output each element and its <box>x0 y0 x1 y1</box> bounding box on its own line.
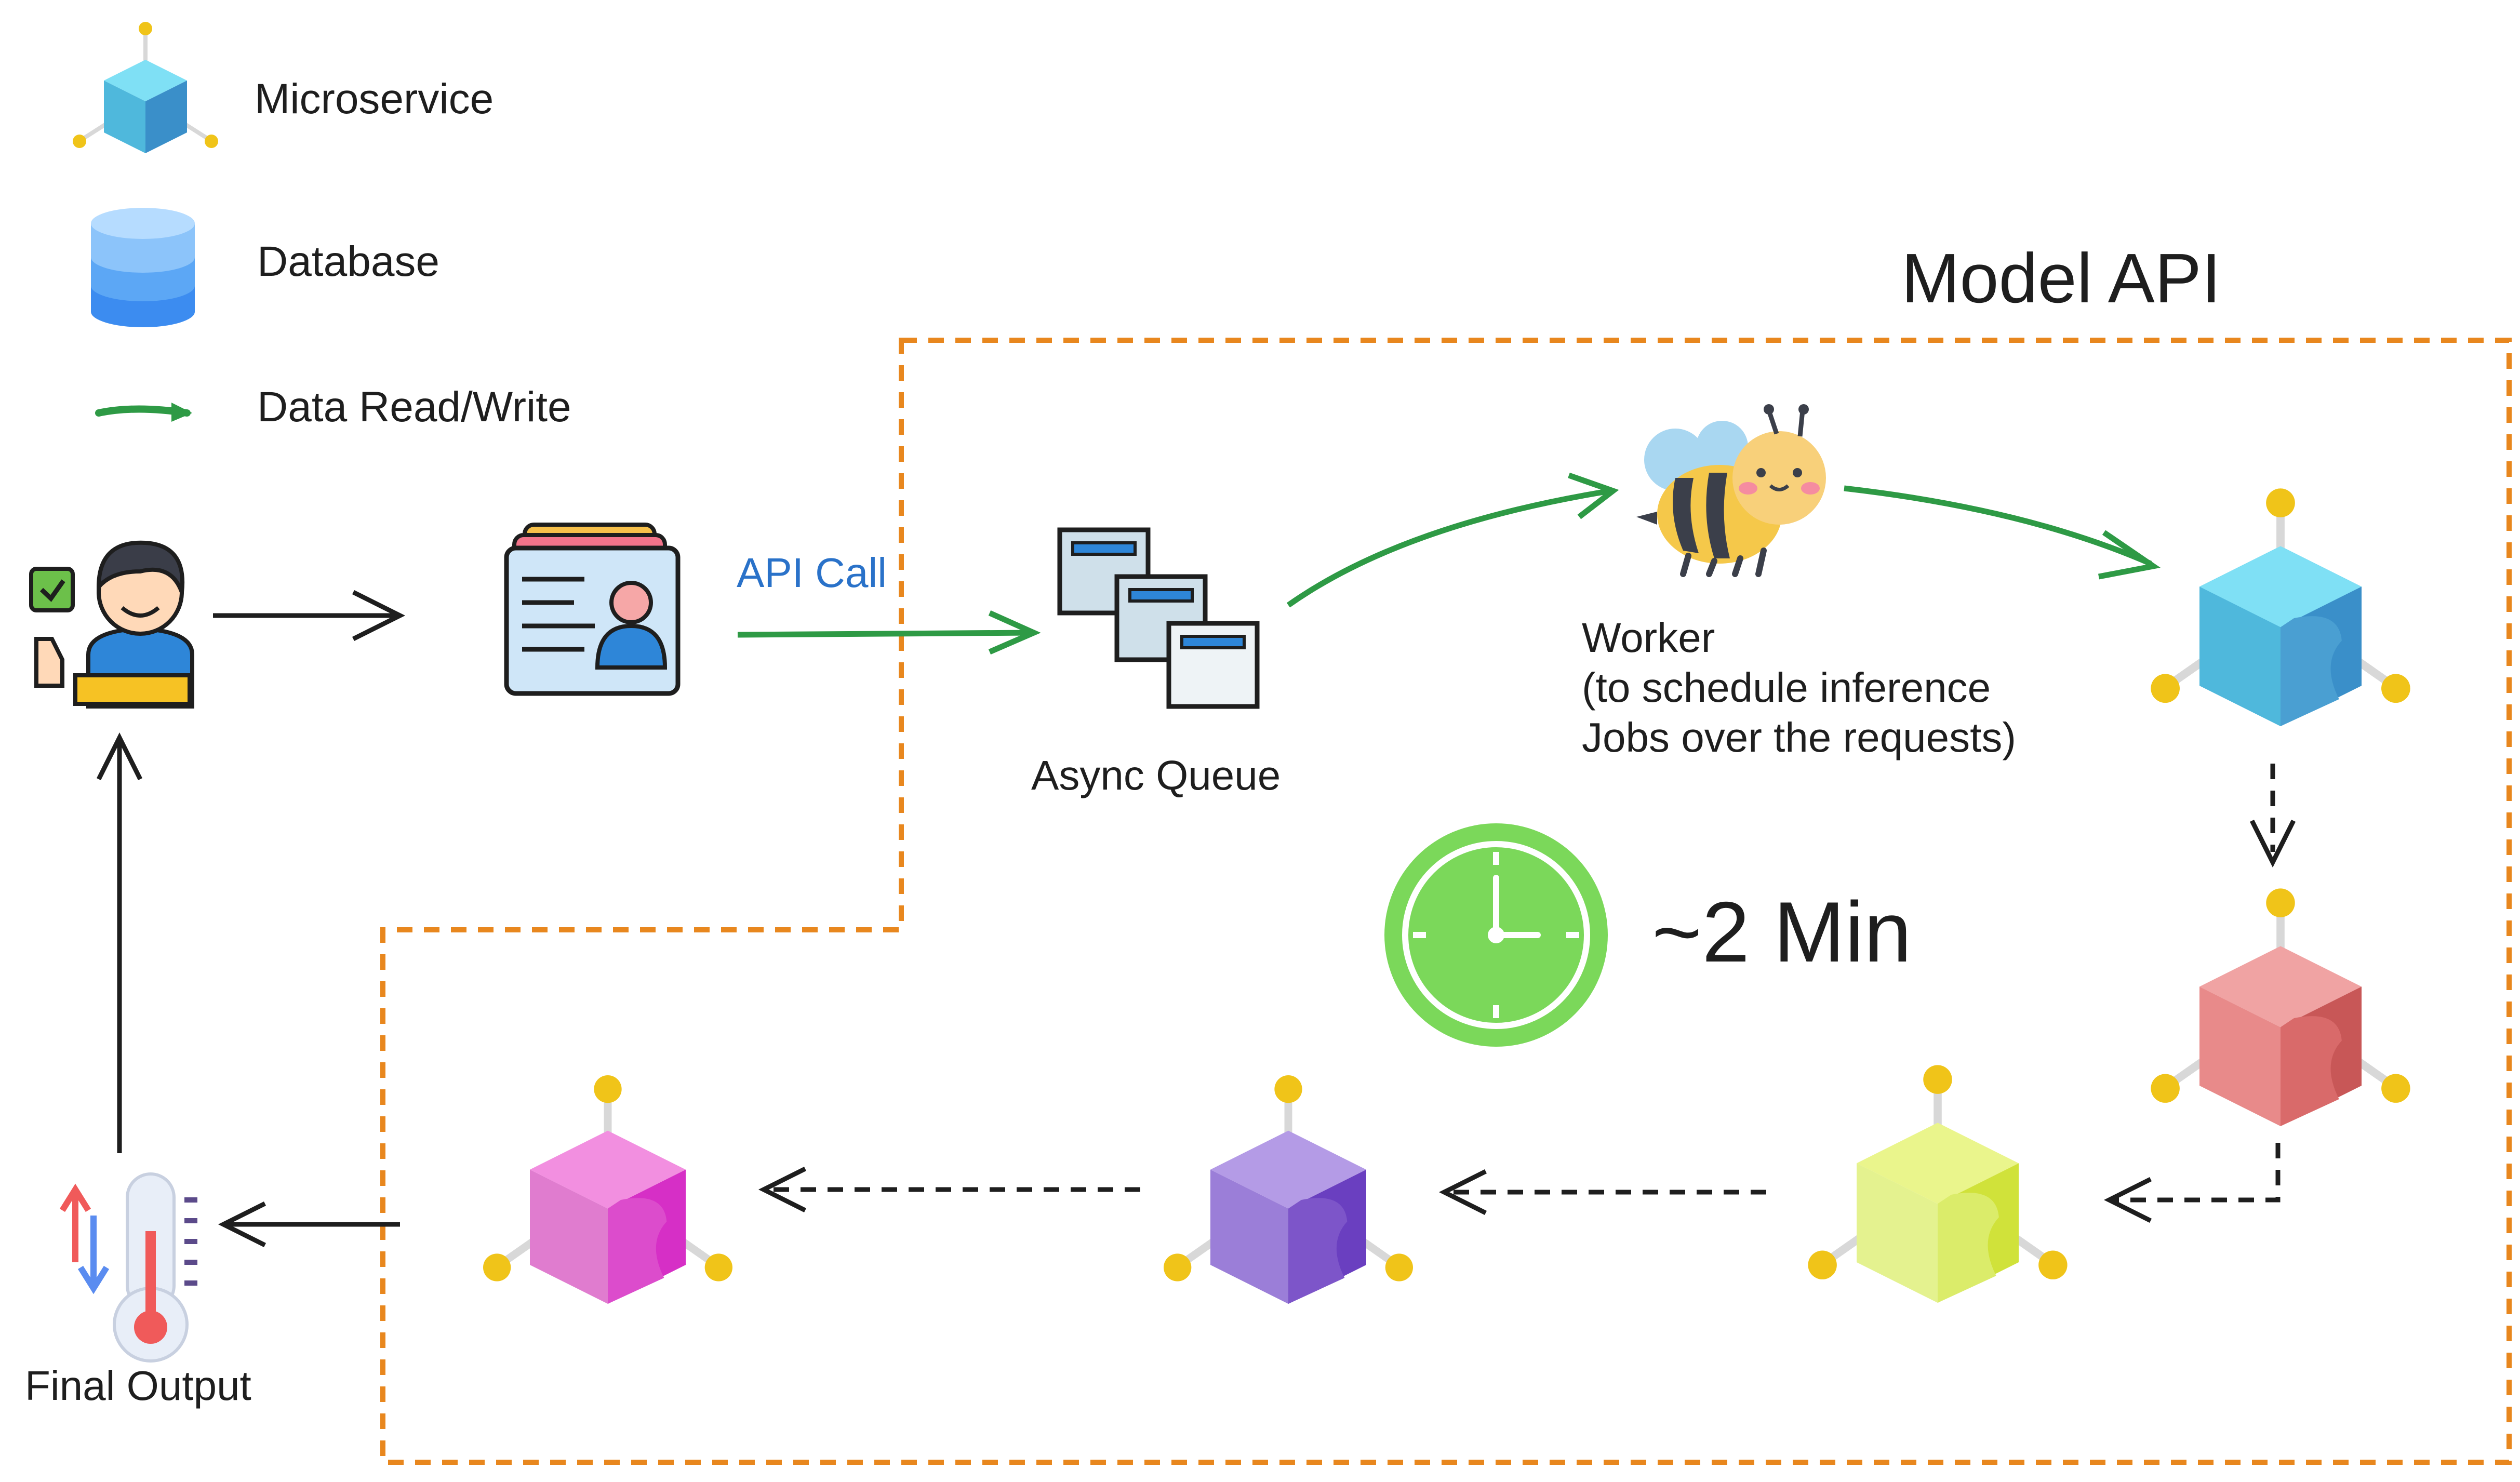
read-write-arrow-icon <box>95 403 192 422</box>
arrow-api-call <box>737 610 1041 655</box>
api-call-label: API Call <box>737 550 887 596</box>
microservice-cube-purple-icon <box>1164 1075 1413 1304</box>
async-queue-label: Async Queue <box>1031 752 1281 798</box>
worker-label-line1: Worker <box>1582 615 1715 661</box>
final-output-label: Final Output <box>25 1363 251 1409</box>
model-api-title: Model API <box>1901 239 2221 317</box>
duration-label: ~2 Min <box>1652 884 1912 980</box>
id-card-icon <box>504 523 681 696</box>
arrow-queue-to-worker <box>1286 472 1619 608</box>
arrow-user-to-request <box>213 590 406 642</box>
arrow-blue-to-red <box>2249 764 2296 868</box>
microservice-cube-blue-icon <box>2151 488 2410 726</box>
database-icon <box>91 208 195 327</box>
legend-data-rw-label: Data Read/Write <box>257 383 571 431</box>
arrow-magenta-to-output <box>218 1201 400 1248</box>
clock-icon <box>1384 823 1608 1047</box>
arrow-lime-to-purple <box>1438 1169 1766 1216</box>
legend-database-label: Database <box>257 238 440 285</box>
microservice-cube-icon <box>73 22 218 153</box>
microservice-cube-red-icon <box>2151 888 2410 1126</box>
thermometer-icon <box>59 1172 197 1363</box>
arrow-output-to-user <box>96 732 143 1153</box>
model-api-boundary <box>380 338 2512 1465</box>
arrow-red-to-lime <box>2103 1143 2281 1223</box>
async-queue-icon <box>1057 527 1260 709</box>
arrow-worker-to-cube <box>1844 485 2161 580</box>
legend-microservice-label: Microservice <box>255 75 494 123</box>
worker-label-line2: (to schedule inference <box>1582 664 1991 711</box>
microservice-cube-magenta-icon <box>483 1075 732 1304</box>
microservice-cube-lime-icon <box>1808 1065 2068 1303</box>
worker-label-line3: Jobs over the requests) <box>1582 714 2016 760</box>
user-icon <box>29 540 194 709</box>
arrow-purple-to-magenta <box>758 1166 1140 1213</box>
worker-bee-icon <box>1636 404 1826 577</box>
